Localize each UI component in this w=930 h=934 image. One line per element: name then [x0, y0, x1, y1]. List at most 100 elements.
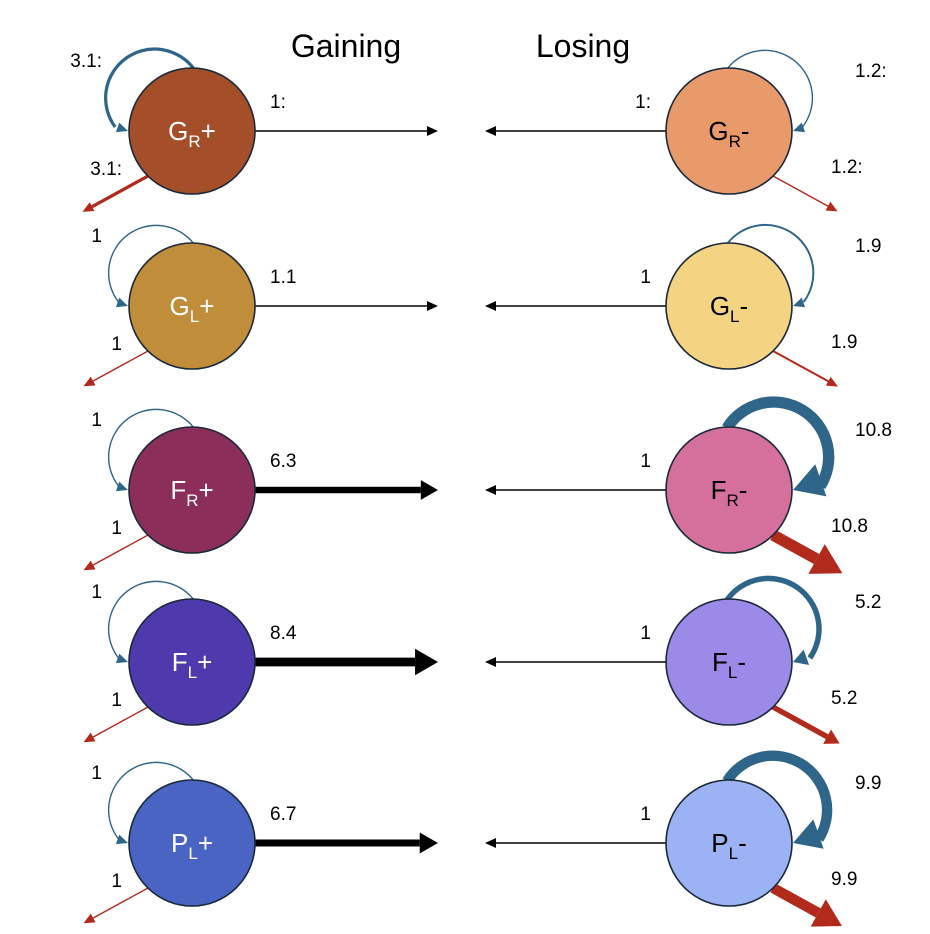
node-label-base: F — [172, 647, 188, 677]
loss-arrow-arrowhead — [83, 560, 96, 571]
loss-arrow — [772, 350, 829, 383]
node-label-sign: - — [741, 116, 750, 146]
node-label-base: G — [170, 291, 190, 321]
transfer-value: 1 — [640, 451, 651, 472]
node-label-base: F — [711, 475, 727, 505]
node-label: GL+ — [170, 291, 215, 326]
node-label-subscript: R — [188, 132, 200, 151]
state-node — [665, 779, 793, 907]
transfer-arrow-arrowhead — [485, 126, 496, 136]
self-loop-arrowhead — [115, 122, 128, 133]
transfer-arrow-arrowhead — [415, 648, 438, 676]
node-label-subscript: R — [186, 491, 198, 510]
transfer-value: 1 — [640, 623, 651, 644]
loss-arrow-arrowhead — [83, 732, 96, 743]
self-loop-arrowhead — [115, 297, 128, 308]
transfer-value: 8.4 — [270, 623, 297, 644]
self-loop-arrowhead — [793, 464, 827, 497]
state-node — [128, 598, 256, 726]
self-loop-value: 3.1: — [70, 51, 102, 72]
node-label-sign: + — [197, 647, 212, 677]
node-label-sign: - — [739, 475, 748, 505]
node-label-subscript: L — [729, 844, 738, 863]
self-loop-arrowhead — [793, 649, 810, 666]
node-label-subscript: L — [728, 663, 737, 682]
self-loop-value: 1 — [91, 226, 102, 247]
loss-arrow-arrowhead — [810, 899, 842, 927]
node-label-base: F — [170, 475, 186, 505]
transfer-value: 1: — [270, 92, 286, 113]
state-node — [128, 242, 256, 370]
state-node — [128, 67, 256, 195]
node-group-GRplus: 3.1: 3.1: 1: GR+ — [70, 47, 438, 212]
transfer-value: 6.7 — [270, 804, 296, 825]
loss-arrow — [92, 706, 149, 738]
node-label-base: P — [711, 828, 728, 858]
node-label-sign: - — [737, 647, 746, 677]
self-loop-arrowhead — [793, 297, 806, 308]
self-loop-arrow — [722, 750, 833, 842]
transfer-value: 1: — [635, 92, 651, 113]
node-group-FLplus: 118.4FL+ — [83, 580, 438, 743]
node-label-base: G — [708, 116, 728, 146]
loss-arrow-arrowhead — [83, 913, 96, 924]
self-loop-arrow — [726, 49, 814, 128]
self-loop-arrow — [107, 761, 195, 840]
loss-arrow-arrowhead — [825, 376, 838, 387]
self-loop-value: 1 — [91, 410, 102, 431]
loss-arrow — [771, 704, 829, 740]
transfer-arrow-arrowhead — [485, 485, 496, 495]
loss-arrow — [770, 530, 820, 564]
self-loop-arrowhead — [115, 653, 128, 664]
loss-value: 3.1: — [90, 159, 122, 180]
node-label-subscript: R — [726, 491, 738, 510]
node-label: FR- — [711, 475, 748, 510]
loss-arrow-arrowhead — [823, 729, 840, 744]
self-loop-arrow — [104, 47, 196, 128]
loss-arrow — [92, 350, 149, 382]
loss-arrow — [770, 883, 821, 918]
loss-value: 1 — [111, 334, 122, 355]
losing-header: Losing — [536, 28, 630, 64]
state-node — [665, 67, 793, 195]
transfer-value: 1.1 — [270, 267, 296, 288]
self-loop-value: 5.2 — [855, 592, 881, 613]
node-label: PL- — [711, 828, 746, 863]
self-loop-value: 10.8 — [855, 420, 892, 441]
transfer-arrow-arrowhead — [485, 657, 496, 667]
node-label-subscript: L — [188, 844, 197, 863]
node-label-sign: + — [199, 291, 214, 321]
self-loop-arrowhead — [115, 834, 128, 845]
state-node — [665, 426, 793, 554]
state-node — [128, 426, 256, 554]
node-label-base: G — [710, 291, 730, 321]
loss-value: 1.9 — [831, 332, 857, 353]
self-loop-arrowhead — [793, 819, 824, 849]
node-label: FL+ — [172, 647, 213, 682]
node-label: PL+ — [171, 828, 213, 863]
self-loop-arrowhead — [115, 481, 128, 492]
node-group-GRminus: 1.2:1.2:1:GR- — [485, 49, 887, 212]
transfer-value: 6.3 — [270, 451, 296, 472]
node-label-sign: - — [738, 828, 747, 858]
transfer-arrow-arrowhead — [420, 480, 438, 500]
self-loop-arrow — [722, 396, 835, 489]
self-loop-arrowhead — [793, 122, 806, 133]
self-loop-arrow — [726, 223, 815, 303]
self-loop-value: 9.9 — [855, 773, 881, 794]
loss-value: 1.2: — [831, 157, 863, 178]
node-label-subscript: R — [729, 132, 741, 151]
loss-value: 5.2 — [831, 688, 857, 709]
node-label-subscript: L — [190, 307, 199, 326]
loss-arrow-arrowhead — [82, 202, 95, 212]
loss-arrow-arrowhead — [808, 544, 843, 574]
transfer-value: 1 — [640, 267, 651, 288]
transfer-arrow-arrowhead — [485, 838, 496, 848]
node-label-sign: + — [201, 116, 216, 146]
node-group-GLplus: 1 1 1.1GL+ — [83, 224, 438, 387]
node-label-base: G — [168, 116, 188, 146]
self-loop-arrow — [107, 580, 195, 659]
